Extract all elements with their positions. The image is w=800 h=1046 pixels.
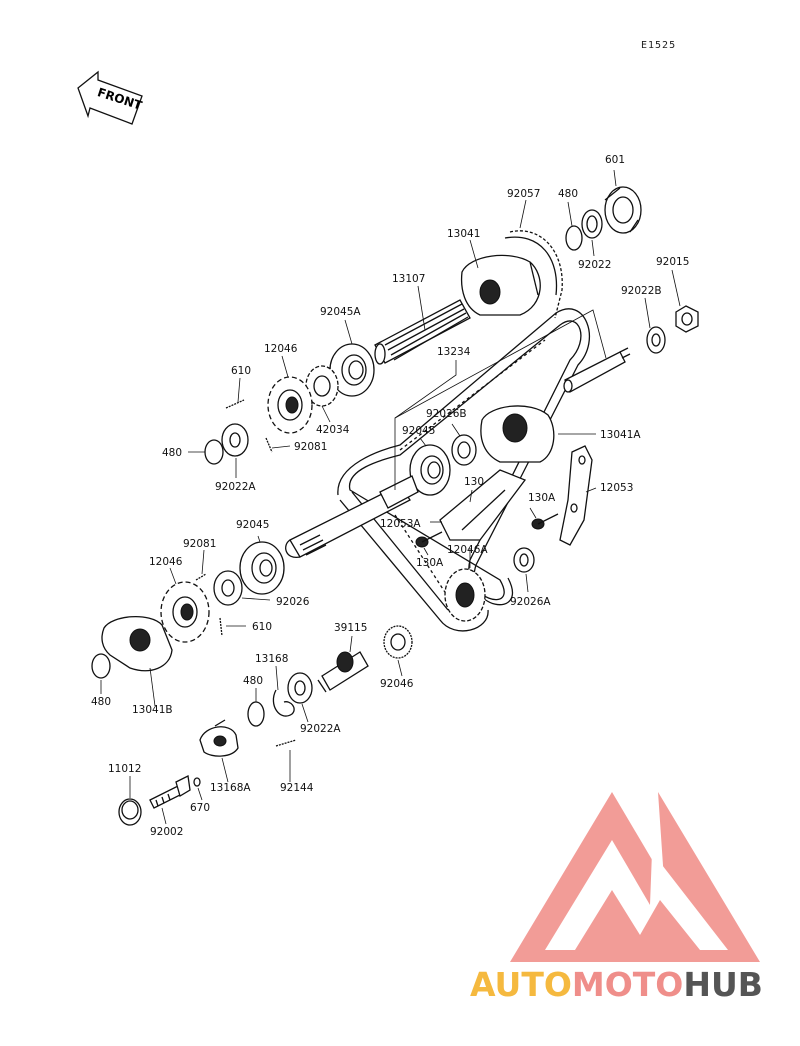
- pin-610-upper: [225, 399, 245, 409]
- part-label: 12046A: [447, 544, 488, 556]
- spring-92144: [275, 739, 297, 747]
- circlip-480-top: [565, 225, 583, 251]
- part-label: 13041A: [600, 429, 641, 441]
- part-label: 39115: [334, 622, 368, 634]
- cap-11012: [118, 798, 142, 826]
- part-label: 12053A: [380, 518, 421, 530]
- drawing-code: E1525: [641, 40, 677, 51]
- circlip-480-left: [204, 439, 224, 465]
- spring-92081-lower: [195, 573, 207, 581]
- leader-lines: [100, 169, 681, 825]
- bolt-130A-right: [531, 513, 559, 530]
- tensioner-13041A: [480, 405, 555, 463]
- shaft-13107: [374, 299, 471, 365]
- sprocket-lower: [444, 568, 486, 622]
- part-label: 92026A: [510, 596, 551, 608]
- pin-610-lower: [219, 617, 223, 637]
- chain-segment-92057: [504, 230, 563, 319]
- part-label: 480: [558, 188, 579, 200]
- part-label: 92081: [183, 538, 217, 550]
- part-label: 92081: [294, 441, 328, 453]
- logo-watermark-icon: [510, 792, 760, 962]
- spring-plate-13168A: [199, 719, 239, 757]
- bolt-92002: [149, 775, 191, 809]
- spring-13168: [272, 689, 295, 717]
- front-arrow-icon: FRONT: [77, 70, 144, 125]
- part-label: 92015: [656, 256, 690, 268]
- part-label: 130A: [528, 492, 556, 504]
- bearing-92045-lower: [239, 541, 285, 595]
- bearing-92045-middle: [409, 444, 451, 496]
- gear-12046-lower: [160, 581, 210, 643]
- part-label: 610: [231, 365, 252, 377]
- part-label: 13041: [447, 228, 481, 240]
- brand-part-auto: AUTO: [470, 965, 572, 1004]
- part-label: 13041B: [132, 704, 173, 716]
- part-label: 92045A: [320, 306, 361, 318]
- part-label: 92045: [402, 425, 436, 437]
- chain-guide-12053: [559, 445, 593, 546]
- shaft-13234: [563, 347, 631, 393]
- main-shaft: [285, 475, 419, 558]
- circlip-480-lower: [247, 701, 265, 727]
- needle-bearing-92046: [383, 625, 413, 659]
- part-label: 92002: [150, 826, 184, 838]
- part-label: 92026: [276, 596, 310, 608]
- brand-part-moto: MOTO: [571, 965, 684, 1004]
- part-label: 12046: [149, 556, 183, 568]
- part-label: 601: [605, 154, 626, 166]
- part-label: 11012: [108, 763, 142, 775]
- chain-guide-12053A: [439, 469, 527, 541]
- tensioner-13041: [460, 254, 541, 316]
- bolt-130A-left: [415, 531, 443, 548]
- brand-wordmark: AUTOMOTOHUB: [470, 965, 763, 1004]
- part-label: 130: [464, 476, 485, 488]
- tensioner-13041B: [101, 615, 173, 672]
- part-label: 92046: [380, 678, 414, 690]
- part-label: 130A: [416, 557, 444, 569]
- part-label: 42034: [316, 424, 350, 436]
- part-label: 92026B: [426, 408, 467, 420]
- part-label: 92022: [578, 259, 612, 271]
- shaft-39115: [317, 651, 369, 693]
- part-label: 12053: [600, 482, 634, 494]
- brand-part-hub: HUB: [683, 965, 763, 1004]
- part-label: 610: [252, 621, 273, 633]
- spring-92081-upper: [265, 437, 273, 453]
- part-label: 13168: [255, 653, 289, 665]
- gear-12046-upper: [267, 376, 313, 434]
- part-label: 670: [190, 802, 211, 814]
- part-label: 92057: [507, 188, 541, 200]
- part-label: 480: [243, 675, 264, 687]
- circlip-480-lower-left: [91, 653, 111, 679]
- nut-92015: [675, 305, 699, 333]
- part-label: 12046: [264, 343, 298, 355]
- part-label: 92022B: [621, 285, 662, 297]
- part-label: 13107: [392, 273, 426, 285]
- oring-670: [193, 777, 201, 787]
- part-label: 92022A: [215, 481, 256, 493]
- part-label: 92022A: [300, 723, 341, 735]
- part-label: 92144: [280, 782, 314, 794]
- part-label: 92045: [236, 519, 270, 531]
- part-label: 480: [162, 447, 183, 459]
- bearing-601: [604, 186, 642, 234]
- part-label: 13168A: [210, 782, 251, 794]
- part-label: 480: [91, 696, 112, 708]
- part-label: 13234: [437, 346, 471, 358]
